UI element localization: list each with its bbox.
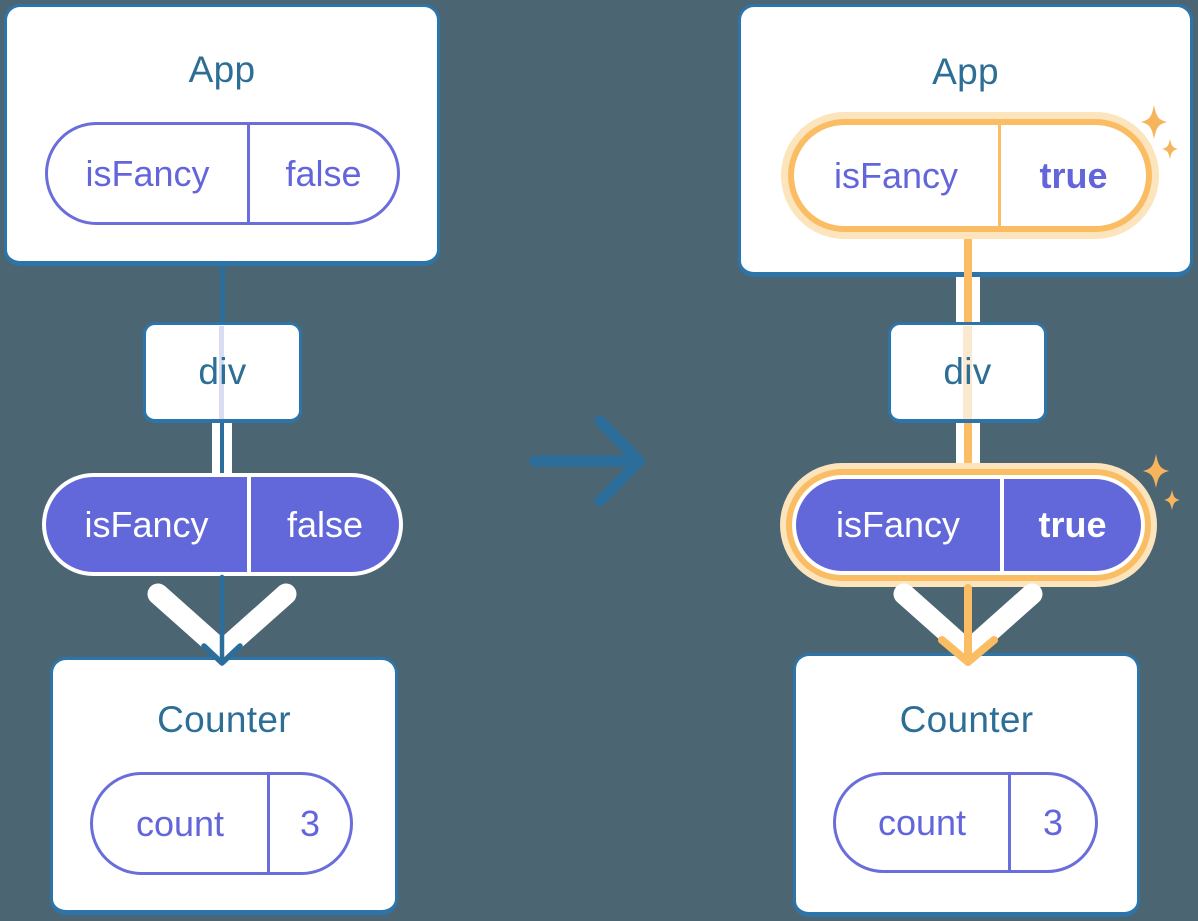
right-counter-title: Counter	[899, 699, 1034, 740]
left-props-pipe	[212, 418, 232, 477]
left-counter-state-pill: count 3	[90, 772, 353, 875]
left-app-state-pill: isFancy false	[45, 122, 400, 225]
pipe-white-right	[972, 418, 980, 473]
right-div-title: div	[943, 351, 992, 392]
state-value: false	[247, 125, 397, 222]
pipe-white-right	[224, 418, 232, 477]
right-app-title: App	[932, 51, 999, 92]
right-prop-pill-highlighted: isFancy true	[796, 479, 1141, 571]
state-value: 3	[267, 775, 350, 872]
left-prop-pill: isFancy false	[46, 477, 399, 572]
prop-value: false	[247, 477, 399, 572]
state-key: isFancy	[85, 152, 210, 194]
pipe-white-right	[972, 277, 980, 325]
left-app-title: App	[188, 49, 256, 90]
right-flow-div-to-pill	[956, 418, 980, 473]
right-props-arrowhead	[893, 583, 1043, 662]
right-state-flow-inside-app	[964, 232, 972, 277]
left-div-prop-stripe	[219, 326, 224, 419]
left-props-arrowhead	[147, 583, 297, 662]
prop-key: isFancy	[835, 504, 961, 545]
sparkle-icon	[1164, 489, 1180, 511]
right-flow-app-to-div	[956, 277, 980, 325]
left-counter-title: Counter	[157, 699, 291, 740]
pipe-orange-center	[964, 418, 972, 473]
left-edge-app-to-div	[220, 262, 225, 326]
pipe-white-left	[212, 418, 220, 477]
prop-value: true	[1000, 479, 1141, 571]
pipe-edge-center	[220, 418, 224, 477]
pipe-white-left	[956, 277, 964, 325]
state-key: count	[135, 802, 225, 844]
left-div-title: div	[198, 351, 247, 392]
state-key: isFancy	[833, 154, 959, 196]
pipe-orange-center	[964, 277, 972, 325]
right-app-state-pill-highlighted: isFancy true	[788, 119, 1152, 232]
prop-key: isFancy	[84, 503, 209, 545]
sparkle-icon	[1143, 454, 1169, 488]
right-div-prop-stripe	[963, 326, 972, 419]
right-counter-state-pill: count 3	[833, 772, 1098, 873]
state-value: true	[998, 125, 1146, 226]
pipe-white-left	[956, 418, 964, 473]
state-value: 3	[1008, 775, 1095, 870]
state-key: count	[877, 801, 967, 843]
transition-arrow-icon	[529, 415, 645, 507]
